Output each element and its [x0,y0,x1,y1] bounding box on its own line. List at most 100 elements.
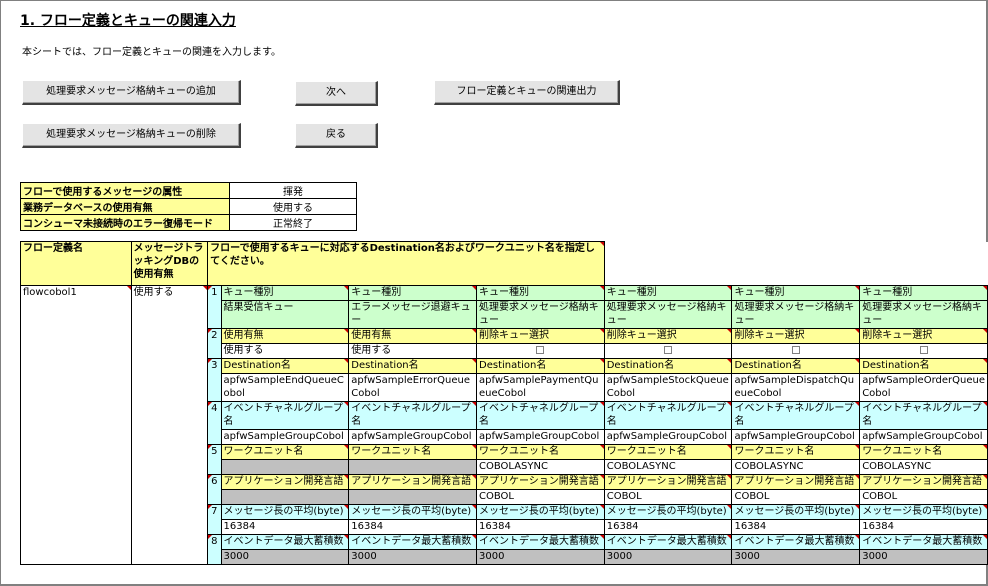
queue-field-label: メッセージ長の平均(byte) [603,504,733,520]
queue-field-label: Destination名 [348,358,477,374]
queue-field-label: キュー種別 [603,285,733,301]
checkbox-box[interactable] [919,346,928,354]
queue-field-label: メッセージ長の平均(byte) [476,504,605,520]
checkbox-box[interactable] [664,346,673,354]
queue-field-value[interactable]: 3000 [476,549,605,565]
queue-field-label: イベントデータ最大蓄積数 [603,534,733,550]
queue-field-value[interactable]: COBOLASYNC [476,459,605,475]
queue-field-label: 使用有無 [220,328,350,344]
queue-field-value[interactable]: 16384 [476,519,605,535]
queue-field-value[interactable]: 3000 [731,549,861,565]
queue-field-value[interactable]: COBOL [476,489,605,505]
flow-name-cell[interactable]: flowcobol1 [20,285,132,565]
delete-queue-checkbox[interactable] [603,343,733,359]
queue-field-value[interactable] [220,459,350,475]
queue-field-value[interactable]: apfwSampleErrorQueueCobol [348,373,477,402]
queue-field-value[interactable]: 16384 [348,519,477,535]
queue-field-value[interactable]: apfwSampleGroupCobol [859,429,988,445]
queue-field-label: イベントチャネルグループ名 [476,401,605,430]
tracking-db-cell[interactable]: 使用する [130,285,209,565]
queue-field-label: Destination名 [731,358,861,374]
queue-field-label: 削除キュー選択 [603,328,733,344]
queue-field-label: メッセージ長の平均(byte) [348,504,477,520]
queue-field-label: アプリケーション開発言語 [348,474,477,490]
queue-field-value[interactable]: apfwSampleStockQueueCobol [603,373,733,402]
delete-queue-checkbox[interactable] [476,343,605,359]
queue-field-value[interactable]: COBOLASYNC [731,459,861,475]
queue-field-value[interactable]: 3000 [220,549,350,565]
queue-field-label: イベントデータ最大蓄積数 [220,534,350,550]
queue-field-value[interactable]: 3000 [603,549,733,565]
queue-field-value[interactable]: 16384 [603,519,733,535]
attr-label: 業務データベースの使用有無 [20,198,230,215]
queue-field-label: アプリケーション開発言語 [476,474,605,490]
queue-field-label: アプリケーション開発言語 [731,474,861,490]
page-description: 本シートでは、フロー定義とキューの関連を入力します。 [22,47,281,58]
queue-field-label: Destination名 [859,358,988,374]
queue-field-label: イベントチャネルグループ名 [859,401,988,430]
queue-field-label: 削除キュー選択 [476,328,605,344]
queue-field-value[interactable]: COBOL [603,489,733,505]
queue-field-value[interactable]: COBOLASYNC [859,459,988,475]
queue-field-value[interactable]: apfwSampleGroupCobol [603,429,733,445]
next-button[interactable]: 次へ [295,81,378,106]
checkbox-box[interactable] [536,346,545,354]
add-queue-button[interactable]: 処理要求メッセージ格納キューの追加 [22,80,241,105]
queue-field-value[interactable]: 結果受信キュー [220,300,350,329]
queue-field-value[interactable]: apfwSampleGroupCobol [220,429,350,445]
queue-field-value[interactable]: 16384 [220,519,350,535]
queue-field-value[interactable]: 使用する [348,343,477,359]
queue-field-value[interactable]: 処理要求メッセージ格納キュー [603,300,733,329]
attr-value-business-db[interactable]: 使用する [229,198,357,215]
row-number: 4 [207,401,222,445]
queue-field-value[interactable]: 処理要求メッセージ格納キュー [476,300,605,329]
delete-queue-checkbox[interactable] [859,343,988,359]
queue-field-value[interactable] [220,489,350,505]
delete-queue-checkbox[interactable] [731,343,861,359]
queue-field-value[interactable] [348,459,477,475]
row-number: 6 [207,474,222,505]
row-number: 2 [207,328,222,359]
attr-label: フローで使用するメッセージの属性 [20,182,230,199]
attr-row: 業務データベースの使用有無 使用する [20,198,357,215]
queue-field-label: イベントデータ最大蓄積数 [476,534,605,550]
queue-field-value[interactable]: 処理要求メッセージ格納キュー [731,300,861,329]
queue-field-label: キュー種別 [220,285,350,301]
attr-value-error-mode[interactable]: 正常終了 [229,214,357,231]
queue-field-value[interactable]: 3000 [348,549,477,565]
queue-field-value[interactable]: apfwSampleGroupCobol [476,429,605,445]
attr-row: フローで使用するメッセージの属性 揮発 [20,182,357,199]
queue-field-value[interactable]: apfwSampleDispatchQueueCobol [731,373,861,402]
queue-field-value[interactable]: apfwSampleGroupCobol [348,429,477,445]
row-number: 8 [207,534,222,565]
queue-field-value[interactable]: エラーメッセージ退避キュー [348,300,477,329]
header-tracking-db: メッセージトラッキングDBの使用有無 [130,241,209,286]
row-number: 7 [207,504,222,535]
queue-field-value[interactable]: 16384 [731,519,861,535]
queue-field-value[interactable]: 16384 [859,519,988,535]
checkbox-box[interactable] [791,346,800,354]
queue-field-value[interactable]: 使用する [220,343,350,359]
queue-field-value[interactable]: apfwSamplePaymentQueueCobol [476,373,605,402]
queue-field-label: イベントデータ最大蓄積数 [731,534,861,550]
queue-field-label: メッセージ長の平均(byte) [220,504,350,520]
attr-label: コンシューマ未接続時のエラー復帰モード [20,214,230,231]
queue-field-value[interactable]: apfwSampleGroupCobol [731,429,861,445]
queue-field-value[interactable]: apfwSampleOrderQueueCobol [859,373,988,402]
queue-field-value[interactable]: 処理要求メッセージ格納キュー [859,300,988,329]
back-button[interactable]: 戻る [295,123,378,148]
queue-field-value[interactable]: 3000 [859,549,988,565]
queue-field-value[interactable] [348,489,477,505]
queue-field-label: イベントデータ最大蓄積数 [348,534,477,550]
delete-queue-button[interactable]: 処理要求メッセージ格納キューの削除 [22,123,241,148]
queue-field-value[interactable]: COBOLASYNC [603,459,733,475]
page-title: 1. フロー定義とキューの関連入力 [20,13,236,29]
queue-field-label: ワークユニット名 [603,444,733,460]
header-destination-desc: フローで使用するキューに対応するDestination名およびワークユニット名を… [207,241,605,286]
output-button[interactable]: フロー定義とキューの関連出力 [434,80,620,105]
queue-field-value[interactable]: COBOL [859,489,988,505]
row-number: 5 [207,444,222,475]
attr-value-message-type[interactable]: 揮発 [229,182,357,199]
queue-field-value[interactable]: COBOL [731,489,861,505]
queue-field-value[interactable]: apfwSampleEndQueueCobol [220,373,350,402]
